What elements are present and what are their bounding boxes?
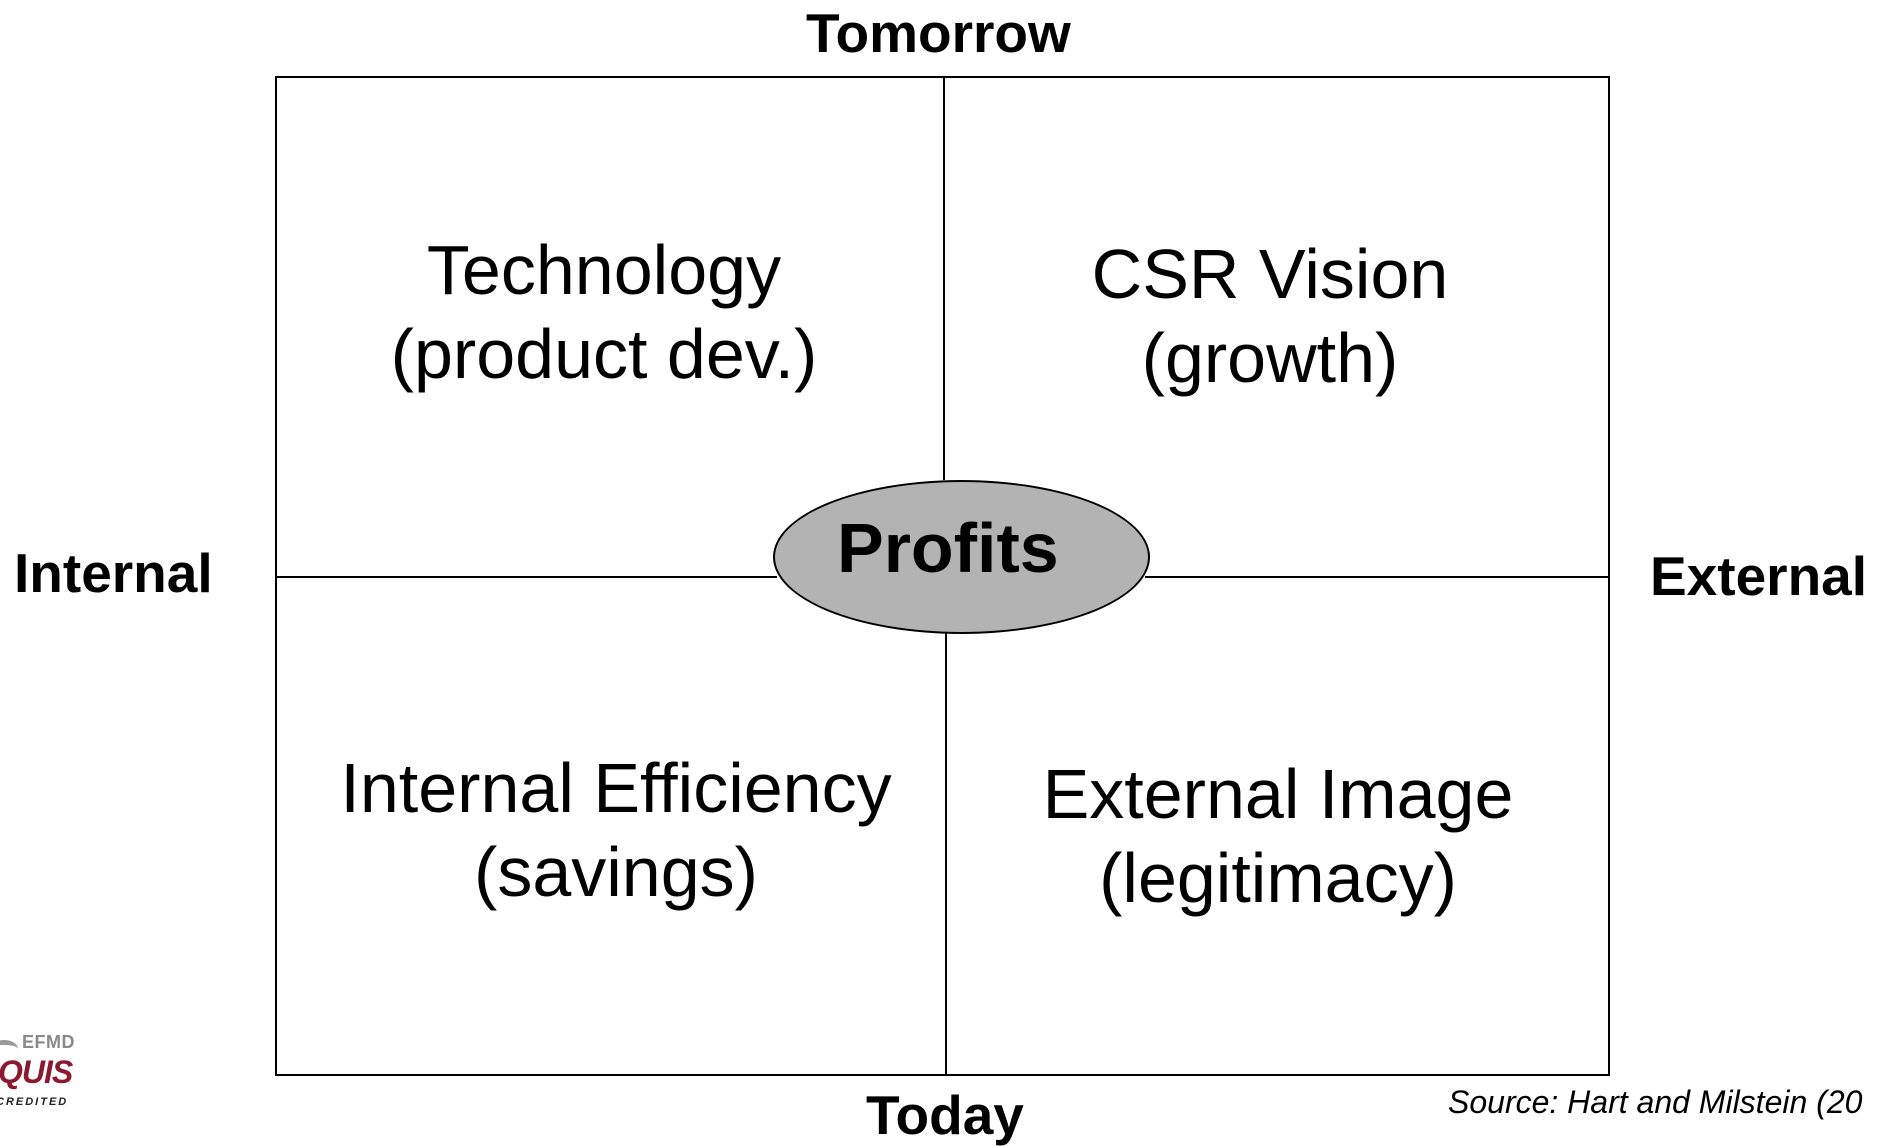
logo-sub-text: CREDITED [0, 1096, 69, 1108]
vertical-divider-bottom [945, 632, 947, 1076]
quadrant-bottom-left-title: Internal Efficiency [340, 749, 892, 827]
quadrant-bottom-right-title: External Image [1042, 755, 1514, 833]
quadrant-top-right-title: CSR Vision [1091, 235, 1449, 313]
axis-label-right: External [1650, 545, 1868, 607]
center-label: Profits [837, 509, 1059, 587]
vertical-divider-top [943, 76, 945, 480]
axis-label-bottom: Today [866, 1084, 1024, 1146]
quadrant-top-right-subtitle: (growth) [1141, 319, 1399, 397]
quadrant-top-right: CSR Vision (growth) [1092, 232, 1449, 400]
horizontal-divider-right [1145, 576, 1610, 578]
quadrant-top-left: Technology (product dev.) [391, 228, 818, 396]
logo-main-text: QUIS [0, 1054, 73, 1090]
center-ellipse [773, 480, 1150, 634]
quadrant-top-left-subtitle: (product dev.) [390, 315, 818, 393]
accreditation-logo: EFMD QUIS CREDITED [0, 1030, 90, 1110]
horizontal-divider-left [277, 576, 777, 578]
axis-label-left: Internal [14, 542, 213, 604]
quadrant-bottom-left-subtitle: (savings) [474, 833, 758, 911]
axis-label-top: Tomorrow [806, 2, 1071, 64]
source-note: Source: Hart and Milstein (20 [1448, 1084, 1863, 1120]
quadrant-top-left-title: Technology [426, 231, 782, 309]
logo-top-text: EFMD [22, 1032, 75, 1052]
quadrant-bottom-right: External Image (legitimacy) [1043, 752, 1514, 920]
logo-arc-icon [0, 1040, 18, 1058]
quadrant-bottom-left: Internal Efficiency (savings) [340, 746, 891, 914]
quadrant-bottom-right-subtitle: (legitimacy) [1099, 839, 1457, 917]
